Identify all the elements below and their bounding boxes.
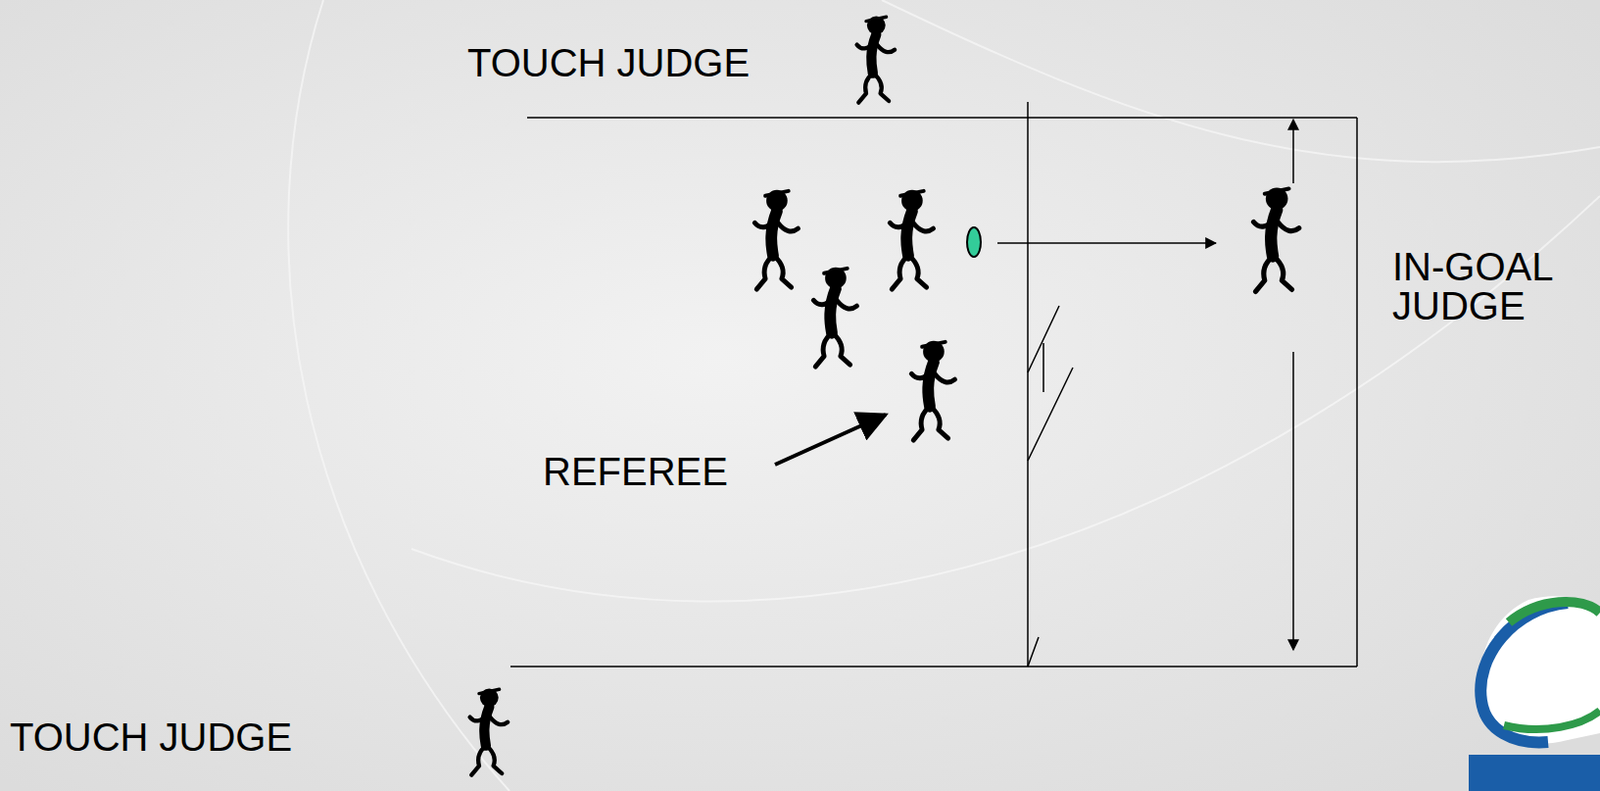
in-goal-judge-figure	[1253, 188, 1299, 292]
touch-judge-label: TOUCH JUDGE	[467, 43, 750, 83]
referee-label: REFEREE	[542, 451, 728, 491]
field-lines	[510, 101, 1358, 667]
rugby-ball	[967, 227, 981, 257]
movement-arrows	[997, 119, 1294, 650]
touch-judge-figure	[857, 15, 896, 102]
in-goal-judge-label: IN-GOAL JUDGE	[1392, 246, 1589, 326]
touch-judge-figure	[470, 687, 509, 775]
referee-pointer	[775, 414, 886, 465]
irb-logo	[1468, 595, 1600, 791]
player-figure	[813, 267, 857, 367]
referee-figure	[911, 340, 955, 440]
player-figure	[889, 190, 933, 290]
touch-judge-label: TOUCH JUDGE	[9, 717, 292, 757]
player-figure	[754, 190, 798, 290]
background-swirl	[288, 0, 1600, 791]
